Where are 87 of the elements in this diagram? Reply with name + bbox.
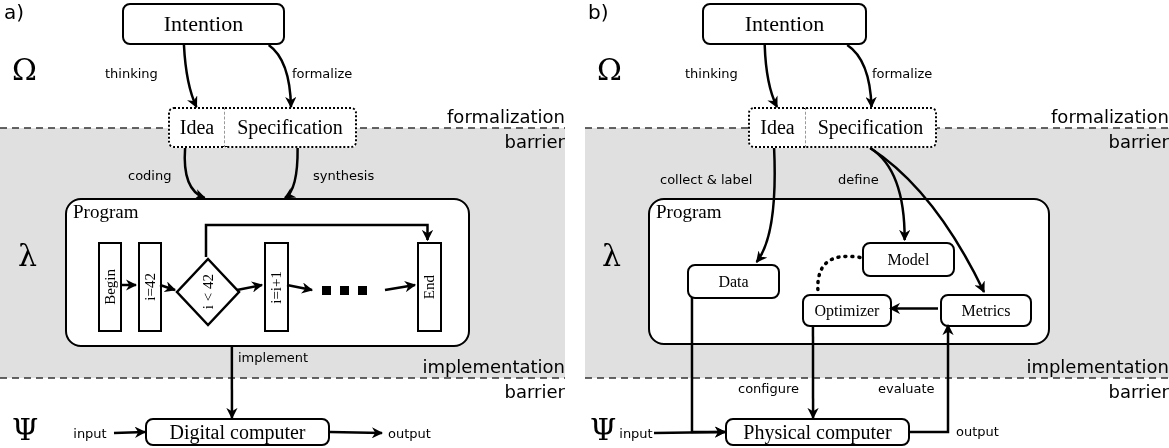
- barrier-label: implementation barrier: [421, 355, 565, 404]
- box-label: Specification: [237, 116, 343, 139]
- barrier-label: formalization barrier: [446, 105, 565, 154]
- edge-label: thinking: [685, 66, 738, 81]
- level-symbol: Ψ: [590, 412, 617, 447]
- io-text: input: [66, 424, 114, 442]
- arrow: [888, 302, 938, 315]
- program-container: [648, 198, 1050, 345]
- box-label: Intention: [744, 11, 825, 37]
- box-label: Model: [887, 250, 930, 269]
- arrow: [113, 426, 147, 438]
- arrow: [869, 146, 986, 293]
- barrier-label: implementation barrier: [1025, 355, 1169, 404]
- process-box: [940, 294, 1032, 327]
- arrow: [286, 282, 314, 294]
- io-text: output: [956, 424, 999, 439]
- edge-label: evaluate: [878, 381, 935, 396]
- box-label: Metrics: [961, 301, 1011, 320]
- process-box: [122, 3, 285, 45]
- box-label: i=i+1: [268, 270, 285, 304]
- arrow: [267, 44, 297, 109]
- arrow: [120, 279, 138, 291]
- box-label: Digital computer: [169, 420, 306, 444]
- program-container: [65, 198, 470, 347]
- box-label: End: [421, 274, 438, 300]
- arrow: [384, 281, 417, 293]
- io-text: output: [382, 424, 437, 442]
- panel-label: b): [588, 0, 609, 24]
- box-label: Program: [656, 201, 722, 223]
- arrow: [284, 148, 299, 199]
- box-label: Begin: [101, 269, 119, 305]
- dotted-box: [748, 107, 806, 148]
- process-box: [687, 264, 780, 299]
- box-label: Data: [718, 272, 749, 291]
- arrow: [183, 147, 206, 200]
- box-label: Program: [73, 201, 139, 223]
- edge-label: collect & label: [660, 172, 753, 187]
- process-box: [702, 3, 867, 45]
- arrow: [763, 44, 779, 108]
- edge-label: synthesis: [313, 168, 375, 183]
- arrow: [236, 281, 264, 293]
- box-label: Optimizer: [814, 301, 880, 320]
- arrow: [159, 281, 177, 293]
- edge-label: formalize: [872, 66, 933, 81]
- edge-label: define: [838, 172, 879, 187]
- level-symbol: λ: [18, 238, 37, 273]
- level-symbol: Ω: [597, 52, 622, 87]
- box-label: Intention: [163, 11, 244, 37]
- edge-label: coding: [128, 168, 172, 183]
- level-symbol: Ψ: [12, 412, 39, 447]
- box-label: Physical computer: [743, 420, 892, 444]
- dotted-box: [225, 107, 357, 148]
- edge-label: configure: [738, 381, 800, 396]
- box-label: i < 42: [199, 274, 217, 310]
- box-label: Specification: [817, 116, 924, 139]
- arrow: [755, 147, 776, 263]
- box-label: i=42: [141, 273, 159, 301]
- dotted-box: [168, 107, 225, 148]
- process-box: [725, 418, 910, 446]
- process-box: [98, 242, 122, 332]
- arrow: [846, 44, 877, 109]
- dotted-box: [806, 107, 937, 148]
- arrow: [182, 44, 198, 109]
- dotted-line: [816, 254, 862, 294]
- process-box: [264, 242, 289, 332]
- box-label: Idea: [760, 116, 795, 139]
- io-text: input: [618, 424, 654, 442]
- process-box: [802, 294, 892, 327]
- edge-label: formalize: [292, 66, 353, 81]
- arrow: [329, 427, 384, 439]
- arrow: [654, 426, 727, 438]
- arrow: [807, 325, 819, 420]
- process-box: [862, 242, 955, 277]
- arrow: [204, 223, 434, 257]
- edge-label: implement: [238, 350, 309, 365]
- process-box: [417, 242, 442, 332]
- box-label: Idea: [179, 116, 215, 139]
- process-box: [145, 418, 330, 446]
- level-symbol: Ω: [12, 52, 37, 87]
- process-box: [138, 242, 162, 332]
- barrier-label: formalization barrier: [1050, 105, 1169, 154]
- arrow: [226, 347, 238, 420]
- panel-label: a): [4, 0, 25, 24]
- edge-label: thinking: [105, 66, 158, 81]
- level-symbol: λ: [602, 238, 621, 273]
- arrow: [910, 323, 954, 434]
- decision-diamond: [177, 259, 239, 325]
